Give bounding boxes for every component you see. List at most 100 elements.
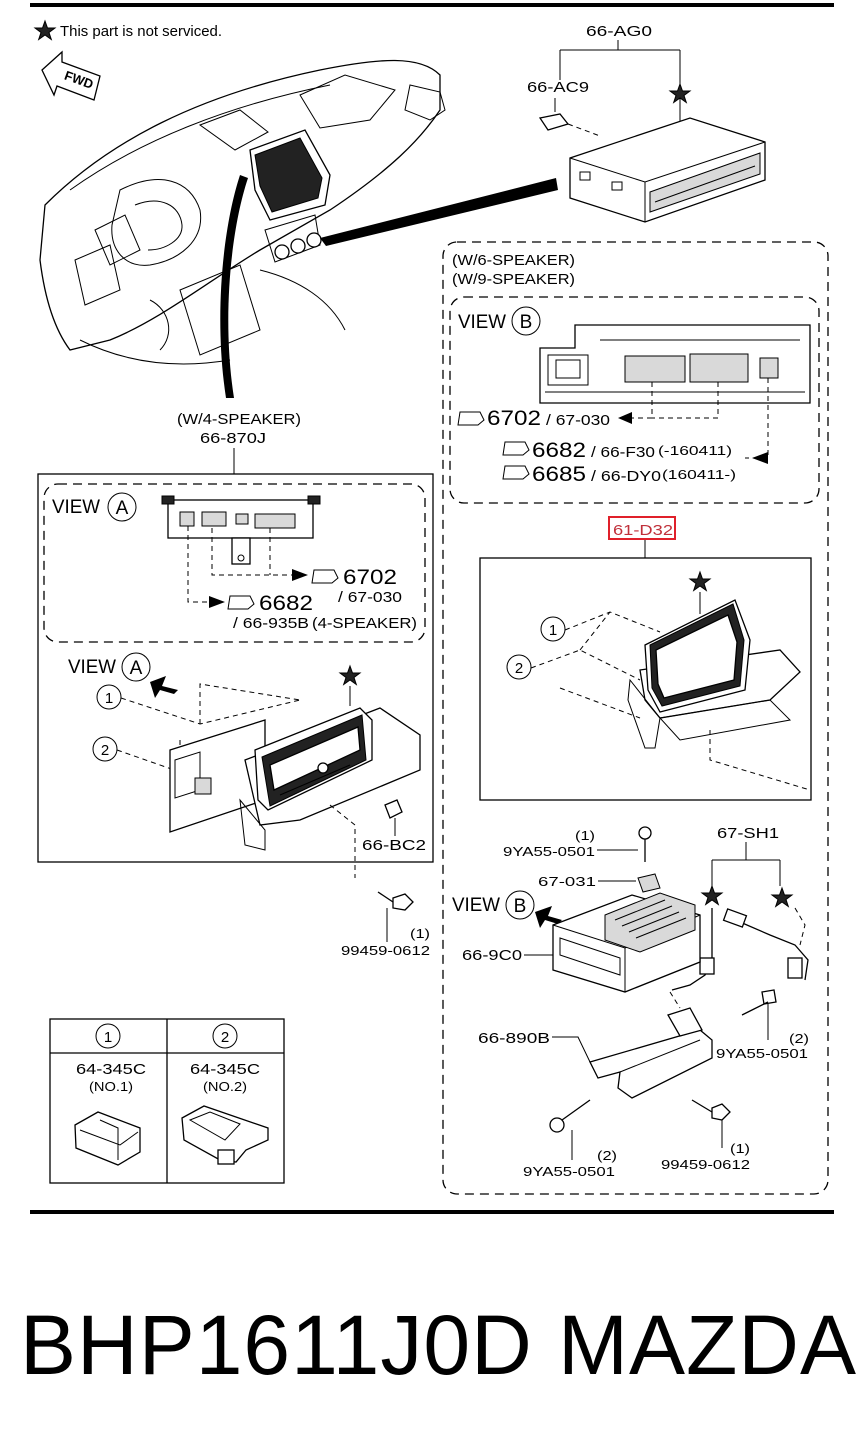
svg-text:B: B: [520, 312, 533, 333]
display-clips: 1 2: [506, 616, 566, 680]
svg-text:VIEW: VIEW: [68, 657, 116, 678]
view-a-header: VIEW A: [52, 492, 137, 522]
view-b-conn-1-part: / 67-030: [546, 412, 610, 429]
connector-icon: [502, 465, 530, 480]
bracket: 66-890B: [478, 991, 713, 1099]
display-box: [479, 557, 812, 801]
harness: 67-SH1: [671, 825, 809, 991]
star-icon: [770, 886, 794, 908]
svg-text:67-SH1: 67-SH1: [717, 825, 779, 842]
clip-table-part-2: 64-345C: [190, 1061, 260, 1078]
knob: 66-BC2: [362, 799, 426, 854]
left-clips: 1 2: [92, 684, 122, 762]
display-code: 61-D32: [613, 522, 673, 539]
view-a-conn-2-note: (4-SPEAKER): [312, 615, 417, 632]
leader-to-top-unit: [320, 178, 558, 246]
clip-table-no-2: 2: [221, 1029, 229, 1046]
view-b-frame: [449, 296, 820, 504]
bolt-right: (1) 99459-0612: [661, 1099, 750, 1172]
left-speaker: (W/4-SPEAKER): [177, 411, 301, 428]
view-b-conn-2: 6682: [532, 439, 586, 462]
svg-text:A: A: [130, 658, 143, 679]
svg-text:1: 1: [549, 622, 557, 639]
star-icon: [668, 82, 692, 104]
view-b-conn-3-note: (160411-): [662, 467, 736, 482]
head-unit-connector-view: [161, 495, 321, 565]
footer-brand: MAZDA: [558, 1298, 857, 1392]
right-section-frame: [442, 241, 829, 1195]
star-icon: [688, 570, 712, 592]
svg-text:VIEW: VIEW: [458, 312, 506, 333]
svg-text:1: 1: [105, 690, 113, 707]
top-unit-code: 66-AG0: [586, 23, 652, 40]
view-b-conn-2-note: (-160411): [658, 443, 732, 458]
view-b-connectors: 6702 / 67-030 6682 / 66-F30 (-160411) 66…: [457, 407, 736, 486]
svg-text:9YA55-0501: 9YA55-0501: [716, 1046, 808, 1061]
view-a-frame: [43, 483, 426, 643]
clip-table-note-1: (NO.1): [89, 1079, 133, 1094]
view-b-header: VIEW B: [458, 306, 541, 336]
svg-text:A: A: [116, 498, 129, 519]
top-unit: 66-AG0 66-AC9: [527, 23, 766, 223]
clip-table: 1 2 64-345C (NO.1) 64-345C (NO.2): [49, 1018, 285, 1184]
left-code: 66-870J: [200, 430, 266, 447]
fwd-arrow: FWD: [41, 50, 101, 101]
view-b-marker: VIEW B: [452, 890, 562, 928]
connector-icon: [311, 569, 339, 584]
left-section-frame: [37, 473, 434, 863]
svg-text:(1): (1): [410, 926, 430, 941]
view-a-conn-1-part: / 67-030: [338, 589, 402, 606]
svg-text:9YA55-0501: 9YA55-0501: [503, 844, 595, 859]
display-code-highlight: [608, 516, 676, 540]
amp-connector-view: [539, 324, 811, 404]
svg-text:99459-0612: 99459-0612: [661, 1157, 750, 1172]
star-icon: [33, 19, 57, 41]
view-b-conn-1: 6702: [487, 407, 541, 430]
svg-text:(2): (2): [789, 1031, 809, 1046]
view-b-conn-3: 6685: [532, 463, 586, 486]
right-speaker-2: (W/9-SPEAKER): [452, 271, 575, 288]
connector-icon: [502, 441, 530, 456]
svg-text:VIEW: VIEW: [452, 895, 500, 916]
star-icon: [338, 664, 362, 686]
amplifier: 66-9C0: [462, 892, 701, 993]
footer: BHP1611J0D MAZDA: [0, 1290, 864, 1400]
display-unit: [627, 599, 801, 749]
star-icon: [700, 884, 724, 906]
screw-bottom: (2) 9YA55-0501: [523, 1099, 617, 1179]
top-unit-sub: 66-AC9: [527, 79, 589, 96]
svg-text:2: 2: [101, 742, 109, 759]
bolt-left: (1) 99459-0612: [341, 891, 430, 958]
svg-text:66-890B: 66-890B: [478, 1030, 550, 1047]
svg-text:67-031: 67-031: [538, 874, 596, 889]
svg-text:66-9C0: 66-9C0: [462, 947, 522, 964]
clip-table-note-2: (NO.2): [203, 1079, 247, 1094]
view-b-conn-3-part: / 66-DY0: [591, 468, 661, 485]
legend-note: This part is not serviced.: [60, 23, 222, 40]
right-speaker-1: (W/6-SPEAKER): [452, 252, 575, 269]
dashboard-illustration: [39, 59, 446, 365]
screw-right: (2) 9YA55-0501: [716, 989, 809, 1061]
clip-2-drawing: [181, 1105, 269, 1163]
screw-top: (1) 9YA55-0501: [503, 826, 652, 862]
connector-icon: [227, 595, 255, 610]
view-a-conn-2: 6682: [259, 592, 313, 615]
view-a-marker: VIEW A: [68, 652, 178, 698]
clip-1-drawing: [74, 1111, 141, 1166]
svg-text:B: B: [514, 896, 527, 917]
clip-table-no-1: 1: [104, 1029, 112, 1046]
svg-text:2: 2: [515, 660, 523, 677]
svg-text:(1): (1): [575, 828, 595, 843]
svg-text:(2): (2): [597, 1148, 617, 1163]
view-a-connectors: 6702 / 67-030 6682 / 66-935B (4-SPEAKER): [227, 566, 417, 632]
view-b-conn-2-part: / 66-F30: [591, 444, 655, 461]
footer-part-number: BHP1611J0D: [20, 1298, 533, 1392]
svg-text:VIEW: VIEW: [52, 497, 100, 518]
svg-text:66-BC2: 66-BC2: [362, 837, 426, 854]
connector-icon: [457, 411, 485, 426]
svg-text:9YA55-0501: 9YA55-0501: [523, 1164, 615, 1179]
view-a-conn-2-part: / 66-935B: [233, 615, 309, 632]
legend: This part is not serviced.: [33, 19, 222, 41]
leader-to-left-unit: [220, 175, 248, 398]
